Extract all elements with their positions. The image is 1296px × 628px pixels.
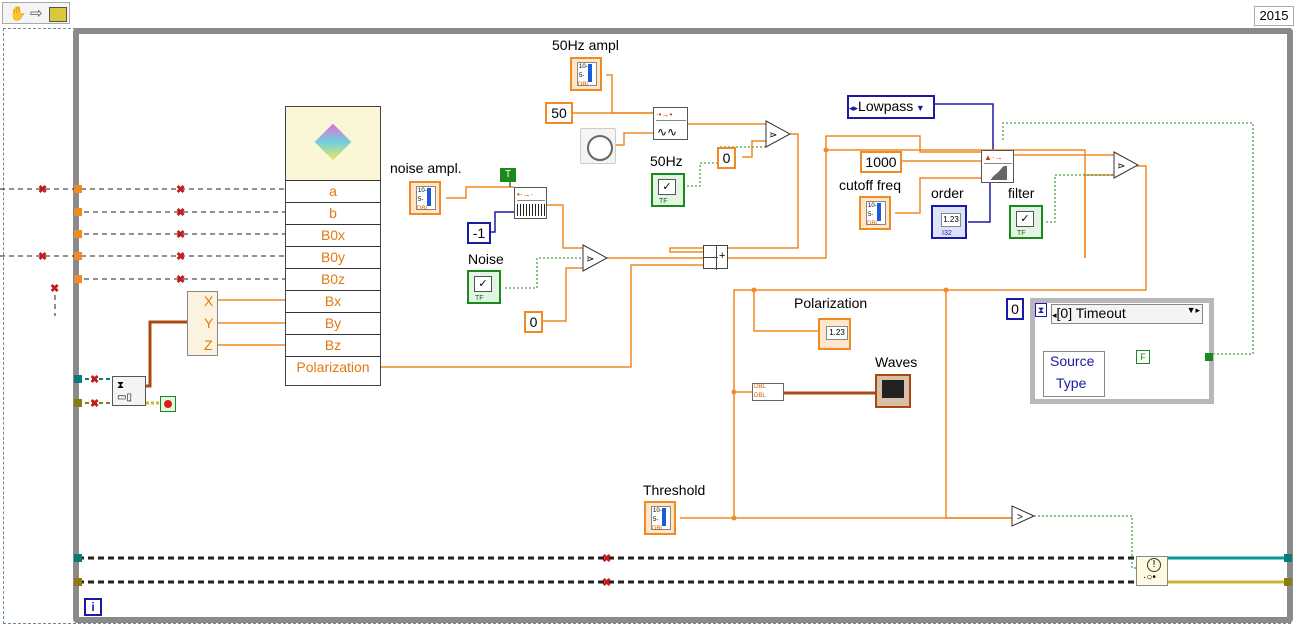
polarization-label: Polarization [794,295,868,311]
svg-text:✖: ✖ [176,184,185,196]
threshold-control[interactable]: 10-5-DBL [644,501,676,535]
select-50hz[interactable]: ⋗ [765,120,791,148]
svg-text:✖: ✖ [50,283,59,295]
xyz-x: X [204,293,214,309]
arrow-icon[interactable]: ⇨ [30,5,43,22]
simple-error-handler[interactable]: ! ·○• [1136,556,1168,586]
graph-3d-icon [286,107,380,180]
prop-row-a[interactable]: a [286,180,380,202]
run-arrow-icon[interactable] [49,7,67,22]
minus-one-constant[interactable]: -1 [467,222,491,244]
order-control[interactable]: 1.23 I32 [931,205,967,239]
svg-text:✖: ✖ [38,184,47,196]
hz50-ampl-label: 50Hz ampl [552,37,619,53]
thousand-constant[interactable]: 1000 [860,151,902,173]
stop-icon[interactable] [160,396,176,412]
event-data-node: Source Type [1043,351,1105,397]
svg-text:✖: ✖ [602,577,611,589]
svg-text:✖: ✖ [602,553,611,565]
prop-row-bx[interactable]: Bx [286,290,380,312]
prop-row-b[interactable]: b [286,202,380,224]
filter-toggle[interactable]: ✓TF [1009,205,1043,239]
zero-constant-b[interactable]: 0 [524,311,543,333]
filter-label: filter [1008,185,1035,201]
true-constant[interactable]: T [500,168,516,182]
noise-label: Noise [468,251,504,267]
polarization-indicator: 1.23 [818,318,851,350]
while-loop-frame[interactable] [73,28,1293,623]
prop-row-b0y[interactable]: B0y [286,246,380,268]
hz50-toggle[interactable]: ✓TF [651,173,685,207]
svg-text:✖: ✖ [176,274,185,286]
select-filter[interactable]: ⋗ [1113,151,1139,179]
event-case-label: [0] Timeout [1056,305,1126,321]
xyz-y: Y [204,315,214,331]
hourglass-icon: ⧗ [1035,303,1047,317]
event-source: Source [1050,353,1095,369]
filter-type-value: Lowpass [858,98,914,114]
property-node[interactable]: a b B0x B0y B0z Bx By Bz Polarization [285,106,381,386]
build-array[interactable]: DBL DBL [752,383,784,401]
unbundle-xyz[interactable]: X Y Z [187,291,218,356]
prop-row-b0z[interactable]: B0z [286,268,380,290]
svg-text:✖: ✖ [176,207,185,219]
timeout-constant[interactable]: 0 [1006,298,1024,320]
false-constant[interactable]: F [1136,350,1150,364]
event-structure[interactable]: ⧗ ◂[0] Timeout▼▸ Source Type F [1030,298,1214,404]
prop-row-polarization[interactable]: Polarization [286,356,380,378]
hz50-ampl-control[interactable]: 10-5-DBL [570,57,602,91]
cutoff-freq-label: cutoff freq [839,177,902,193]
noise-toggle[interactable]: ✓TF [467,270,501,304]
svg-text:✖: ✖ [90,374,99,386]
order-label: order [931,185,964,201]
greater-than-node[interactable]: > [1011,505,1035,527]
svg-text:>: > [1017,512,1023,523]
noise-ampl-label: noise ampl. [390,160,462,176]
prop-row-bz[interactable]: Bz [286,334,380,356]
noise-generator[interactable]: •·→· [514,187,547,219]
hand-icon[interactable]: ✋ [9,5,27,21]
noise-ampl-control[interactable]: 10-5-DBL [409,181,441,215]
compound-add[interactable]: + [703,245,728,270]
threshold-label: Threshold [643,482,706,498]
prop-row-b0x[interactable]: B0x [286,224,380,246]
cutoff-freq-control[interactable]: 10-5-DBL [859,196,891,230]
prop-row-by[interactable]: By [286,312,380,334]
svg-text:⋗: ⋗ [769,130,777,141]
svg-text:⋗: ⋗ [1117,161,1125,172]
event-case-selector[interactable]: ◂[0] Timeout▼▸ [1051,304,1203,324]
svg-text:✖: ✖ [176,251,185,263]
svg-text:✖: ✖ [176,229,185,241]
event-type: Type [1056,375,1087,391]
waves-label: Waves [875,354,918,370]
butterworth-filter[interactable]: ▲·→ [981,150,1014,183]
xyz-z: Z [204,337,213,353]
svg-text:⋗: ⋗ [586,254,594,265]
waves-graph-indicator [875,374,911,408]
zero-constant-a[interactable]: 0 [717,147,736,169]
filter-type-ring[interactable]: ◂▸Lowpass ▼ [847,95,935,119]
loop-iteration-terminal: i [84,598,102,616]
toolbar: ✋ ⇨ [2,2,70,24]
svg-text:✖: ✖ [38,251,47,263]
sine-generator[interactable]: ·•→• ∿∿ [653,107,688,140]
version-label: 2015 [1254,6,1294,26]
unbundle-subvi[interactable]: ⧗ ▭▯ [112,376,146,406]
stopwatch-icon[interactable] [580,128,616,164]
fifty-constant[interactable]: 50 [545,102,573,124]
svg-text:✖: ✖ [90,398,99,410]
select-noise[interactable]: ⋗ [582,244,608,272]
hz50-label: 50Hz [650,153,683,169]
